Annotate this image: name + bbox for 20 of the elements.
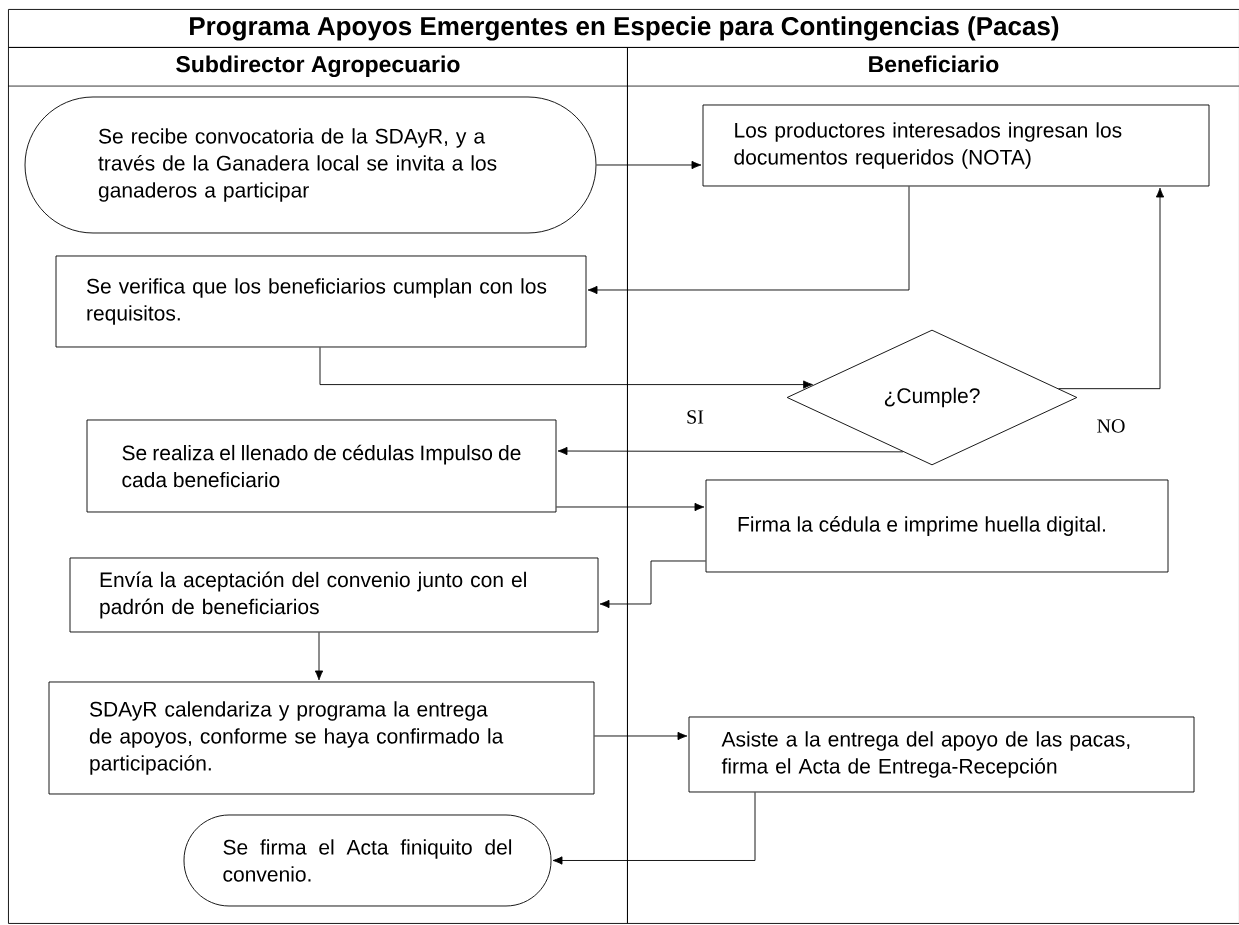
arrow [1058,187,1165,390]
arrow [314,632,324,681]
process-box: Asiste a la entrega del apoyo de las pacas, firma el Acta de Entrega-Recepción [688,716,1195,793]
process-box: SDAyR calendariza y programa la entrega de apoyos, conforme se haya confirmado la participación. [48,681,595,795]
process-box: Los productores interesados ingresan los documentos requeridos (NOTA) [702,104,1210,187]
process-box: Se verifica que los beneficiarios cumplan con los requisitos. [55,255,587,348]
arrow [587,186,910,295]
arrow [596,160,702,170]
arrow [557,446,904,456]
process-box: Firma la cédula e imprime huella digital. [705,479,1169,573]
edge-label: NO [1095,418,1127,434]
arrow [552,792,756,865]
edge-label: SI [685,409,705,425]
arrow [556,502,705,512]
process-box: Se realiza el llenado de cédulas Impulso de cada beneficiario [86,419,557,513]
title: Programa Apoyos Emergentes en Especie para Contingencias (Pacas) [8,9,1239,48]
process-box: Envía la aceptación del convenio junto con el padrón de beneficiarios [69,557,599,633]
arrow [319,347,813,389]
arrow [594,731,688,741]
arrow [599,560,706,609]
